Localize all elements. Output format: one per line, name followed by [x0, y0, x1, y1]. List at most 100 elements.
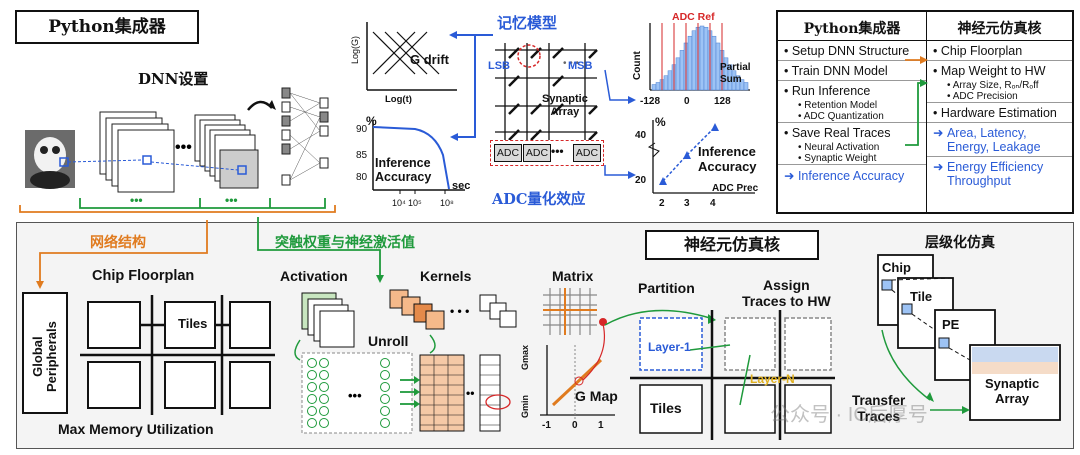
dnn-setup-label: DNN设置	[138, 70, 209, 88]
adc-quant-title: ADC量化效应	[492, 191, 586, 208]
histogram-bar	[663, 75, 669, 91]
neuron-circle	[319, 394, 329, 404]
table-header-python: Python集成器	[778, 12, 926, 41]
table-col-neurosim: 神经元仿真核 • Chip Floorplan • Map Weight to …	[927, 12, 1072, 212]
histogram-bar	[687, 35, 693, 91]
adc-row: ADC ADC ••• ADC	[490, 140, 604, 166]
table-col-python: Python集成器 • Setup DNN Structure • Train …	[778, 12, 927, 212]
g-drift-plot	[366, 22, 457, 91]
adc-prec-plot	[647, 120, 755, 194]
neuron-circle	[307, 382, 317, 392]
hier-synaptic-array-label: Synaptic Array	[985, 376, 1040, 406]
adc-block-1: ADC	[494, 144, 522, 162]
accuracy-retention-plot	[372, 120, 465, 194]
table-row: • Hardware Estimation	[927, 102, 1072, 122]
matrix-label: Matrix	[552, 268, 594, 284]
table-row: • Train DNN Model	[778, 60, 926, 80]
count-label: Count	[632, 51, 643, 80]
partition-label: Partition	[638, 280, 695, 296]
hierarchy-diagram	[877, 254, 1061, 421]
log-t-label: Log(t)	[385, 94, 412, 105]
time-tick-2: 10⁵	[408, 198, 422, 208]
layern-label: Layer-N	[750, 372, 795, 386]
partial-sum-label: Partial Sum	[720, 62, 751, 85]
gmap-tick-pos: 1	[598, 420, 604, 431]
neuron-circle	[319, 382, 329, 392]
neuron-circle	[380, 406, 390, 416]
sec-label: sec	[452, 180, 471, 192]
svg-text:• • •: • • •	[563, 58, 580, 69]
matrix-gmap-diagram	[540, 288, 615, 420]
gmap-tick-neg: -1	[542, 420, 551, 431]
table-subrow: • ADC Quantization	[798, 111, 884, 122]
histogram-bar	[655, 82, 661, 91]
neuron-circle	[319, 358, 329, 368]
transfer-traces-label: Transfer Traces	[852, 393, 906, 424]
partition-diagram	[604, 309, 835, 440]
svg-text:••: ••	[466, 386, 474, 400]
svg-text:•••: •••	[130, 193, 143, 207]
time-tick-1: 10⁴	[392, 198, 406, 208]
chip-floorplan-label: Chip Floorplan	[92, 268, 195, 284]
histogram-bar	[711, 35, 717, 91]
adc-block-3: ADC	[573, 144, 601, 162]
hist-tick-neg: -128	[640, 96, 661, 107]
memory-model-arrows	[449, 31, 493, 141]
tiles-grid	[80, 295, 275, 415]
histogram-bar	[679, 50, 685, 91]
table-arrow-item: ➜ Area, Latency, Energy, Leakage	[927, 122, 1072, 156]
table-subrow: • Retention Model	[798, 100, 878, 111]
neuro-sim-core-title: 神经元仿真核	[645, 230, 819, 260]
max-memory-label: Max Memory Utilization	[58, 421, 214, 437]
table-subrow: • ADC Precision	[947, 91, 1018, 102]
gmax-label: Gmax	[520, 344, 530, 370]
table-row: • Setup DNN Structure	[784, 44, 910, 58]
time-tick-3: 10⁸	[440, 198, 454, 208]
g-drift-label: G drift	[410, 52, 449, 67]
neuron-circle	[319, 370, 329, 380]
hier-sim-label: 层级化仿真	[925, 235, 995, 251]
inference-accuracy-item: Inference Accuracy	[797, 169, 905, 183]
histogram-bar	[691, 30, 697, 91]
prec-tick-2: 2	[659, 198, 665, 209]
table-row: • Run Inference	[778, 80, 926, 100]
table-row: • Map Weight to HW	[927, 60, 1072, 80]
prec-tick-3: 3	[684, 198, 690, 209]
g-map-label: G Map	[575, 388, 618, 404]
gmin-label: Gmin	[520, 394, 530, 418]
tiles2-label: Tiles	[650, 400, 682, 416]
histogram-bar	[675, 57, 681, 91]
adc-dots: •••	[551, 144, 564, 158]
pe-label: PE	[942, 317, 960, 332]
chip-label: Chip	[882, 260, 911, 275]
neuron-circle	[319, 406, 329, 416]
lsb-label: LSB	[488, 60, 510, 72]
neuron-circle	[307, 358, 317, 368]
bottom-connectors	[36, 217, 384, 289]
log-g-label: Log(G)	[350, 35, 360, 64]
acc-tick-90: 90	[356, 124, 368, 135]
table-subrow: • Array Size, Rₒₙ/Rₒff	[947, 80, 1039, 91]
energy-efficiency-item: Energy Efficiency Throughput	[946, 160, 1044, 188]
prec-tick-4: 4	[710, 198, 716, 209]
unroll-diagram: • • • ••• ••	[294, 289, 517, 434]
svg-text:• • •: • • •	[450, 304, 469, 318]
svg-text:•••: •••	[348, 388, 362, 403]
adc-arrows	[604, 69, 636, 179]
svg-text:•••: •••	[225, 193, 238, 207]
dnn-setup-diagram: ••• ••• •••	[19, 87, 336, 213]
histogram-bar	[703, 26, 709, 91]
table-connector-arrows	[905, 56, 928, 146]
histogram-bar	[651, 84, 657, 91]
area-latency-item: Area, Latency, Energy, Leakage	[946, 126, 1041, 154]
prec-inference-label: Inference Accuracy	[698, 144, 757, 174]
histogram-bar	[667, 70, 673, 91]
memory-model-title: 记忆模型	[497, 14, 558, 32]
table-row: • Save Real Traces	[778, 122, 926, 142]
neuron-circle	[307, 406, 317, 416]
table-header-neurosim: 神经元仿真核	[927, 12, 1072, 41]
neuron-circle	[380, 358, 390, 368]
neuron-circle	[380, 418, 390, 428]
neuron-circle	[307, 394, 317, 404]
arrow-icon: ➜	[784, 169, 798, 183]
